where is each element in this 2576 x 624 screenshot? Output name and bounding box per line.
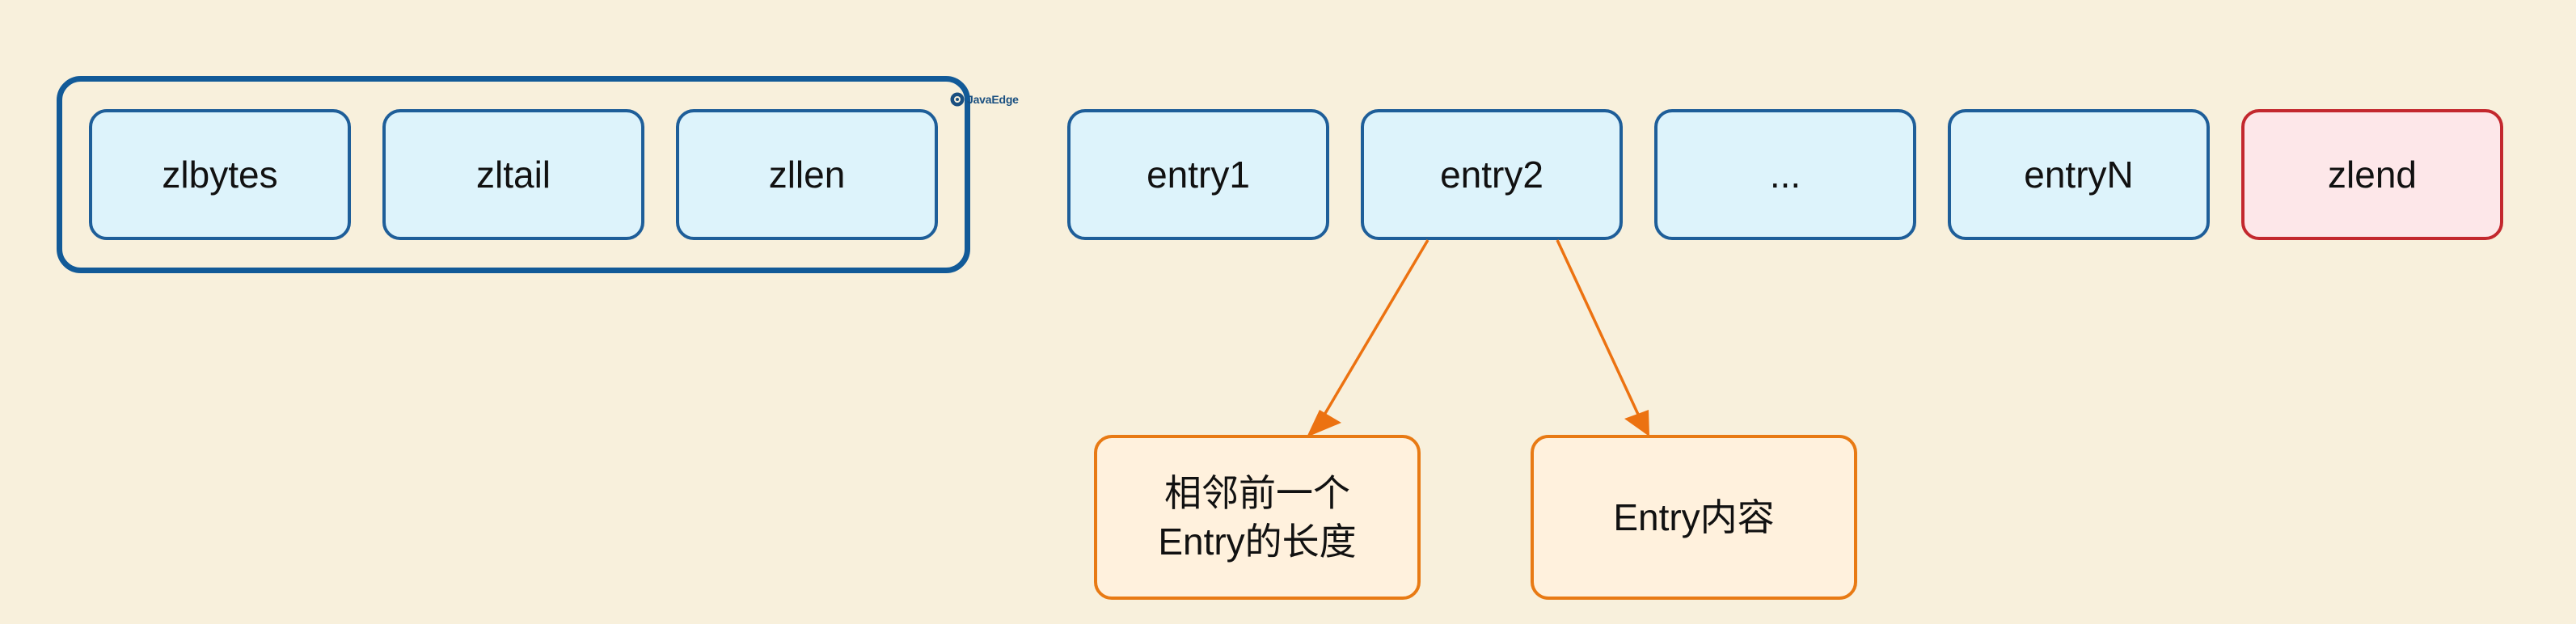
entry1-box: entry1 xyxy=(1067,109,1329,240)
watermark-text: JavaEdge xyxy=(967,93,1019,106)
entry-content-box: Entry内容 xyxy=(1531,435,1857,600)
entry1-label: entry1 xyxy=(1147,154,1250,196)
arrow-to-prev-length xyxy=(1312,239,1429,433)
arrowhead-content xyxy=(1624,410,1649,436)
ellipsis-label: ... xyxy=(1769,154,1801,196)
zlbytes-label: zlbytes xyxy=(162,154,278,196)
zllen-label: zllen xyxy=(768,154,846,196)
arrow-to-content xyxy=(1556,239,1647,431)
entry-content-label: Entry内容 xyxy=(1613,496,1775,538)
prev-length-line2: Entry的长度 xyxy=(1158,521,1357,563)
zlend-label: zlend xyxy=(2328,154,2417,196)
ellipsis-box: ... xyxy=(1654,109,1916,240)
javaedge-watermark: JavaEdge xyxy=(949,91,1019,108)
zltail-label: zltail xyxy=(475,154,551,196)
header-group xyxy=(57,76,970,273)
prev-length-line1: 相邻前一个 xyxy=(1164,472,1350,514)
zltail-box: zltail xyxy=(382,109,644,240)
javaedge-logo-icon xyxy=(950,92,965,107)
zlbytes-box: zlbytes xyxy=(89,109,351,240)
entryN-box: entryN xyxy=(1948,109,2210,240)
zllen-box: zllen xyxy=(676,109,938,240)
prev-entry-length-box: 相邻前一个 Entry的长度 xyxy=(1094,435,1421,600)
entry2-label: entry2 xyxy=(1440,154,1543,196)
prev-entry-length-text: 相邻前一个 Entry的长度 xyxy=(1158,469,1356,566)
zlend-box: zlend xyxy=(2241,109,2503,240)
arrowhead-prev-length xyxy=(1307,410,1341,437)
entry2-box: entry2 xyxy=(1361,109,1623,240)
entryN-label: entryN xyxy=(2024,154,2134,196)
